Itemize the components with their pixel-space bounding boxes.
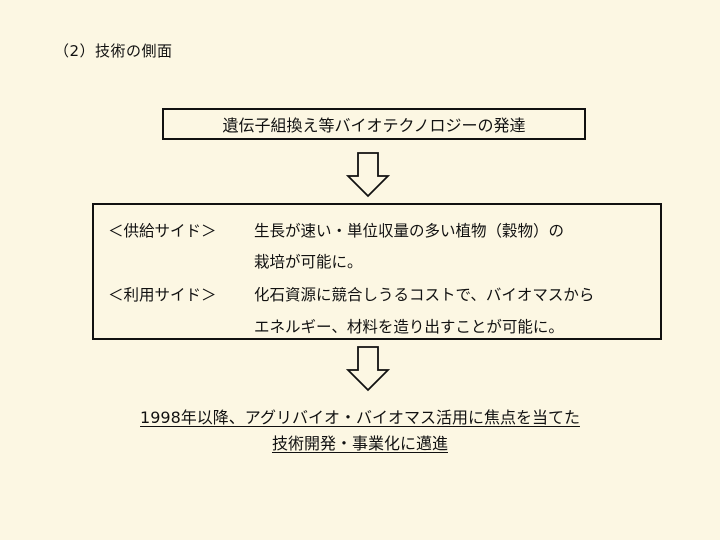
down-arrow-icon	[346, 152, 390, 198]
conclusion-line-1: 1998年以降、アグリバイオ・バイオマス活用に焦点を当てた	[140, 408, 580, 427]
down-arrow-icon	[346, 346, 390, 392]
biotech-box: 遺伝子組換え等バイオテクノロジーの発達	[162, 108, 586, 140]
biotech-box-label: 遺伝子組換え等バイオテクノロジーの発達	[222, 116, 526, 135]
conclusion-line-2: 技術開発・事業化に邁進	[271, 434, 448, 453]
supply-side-text-line-1: 生長が速い・単位収量の多い植物（穀物）の	[254, 222, 565, 240]
supply-side-text-line-2: 栽培が可能に。	[254, 253, 363, 271]
supply-side-tag: ＜供給サイド＞	[108, 222, 217, 240]
section-heading: （2）技術の側面	[54, 42, 173, 60]
demand-side-text-line-1: 化石資源に競合しうるコストで、バイオマスから	[254, 286, 595, 304]
effects-box: ＜供給サイド＞ 生長が速い・単位収量の多い植物（穀物）の 栽培が可能に。 ＜利用…	[92, 203, 662, 340]
demand-side-text-line-2: エネルギー、材料を造り出すことが可能に。	[254, 318, 564, 336]
demand-side-tag: ＜利用サイド＞	[108, 286, 217, 304]
conclusion: 1998年以降、アグリバイオ・バイオマス活用に焦点を当てた 技術開発・事業化に邁…	[0, 405, 720, 457]
